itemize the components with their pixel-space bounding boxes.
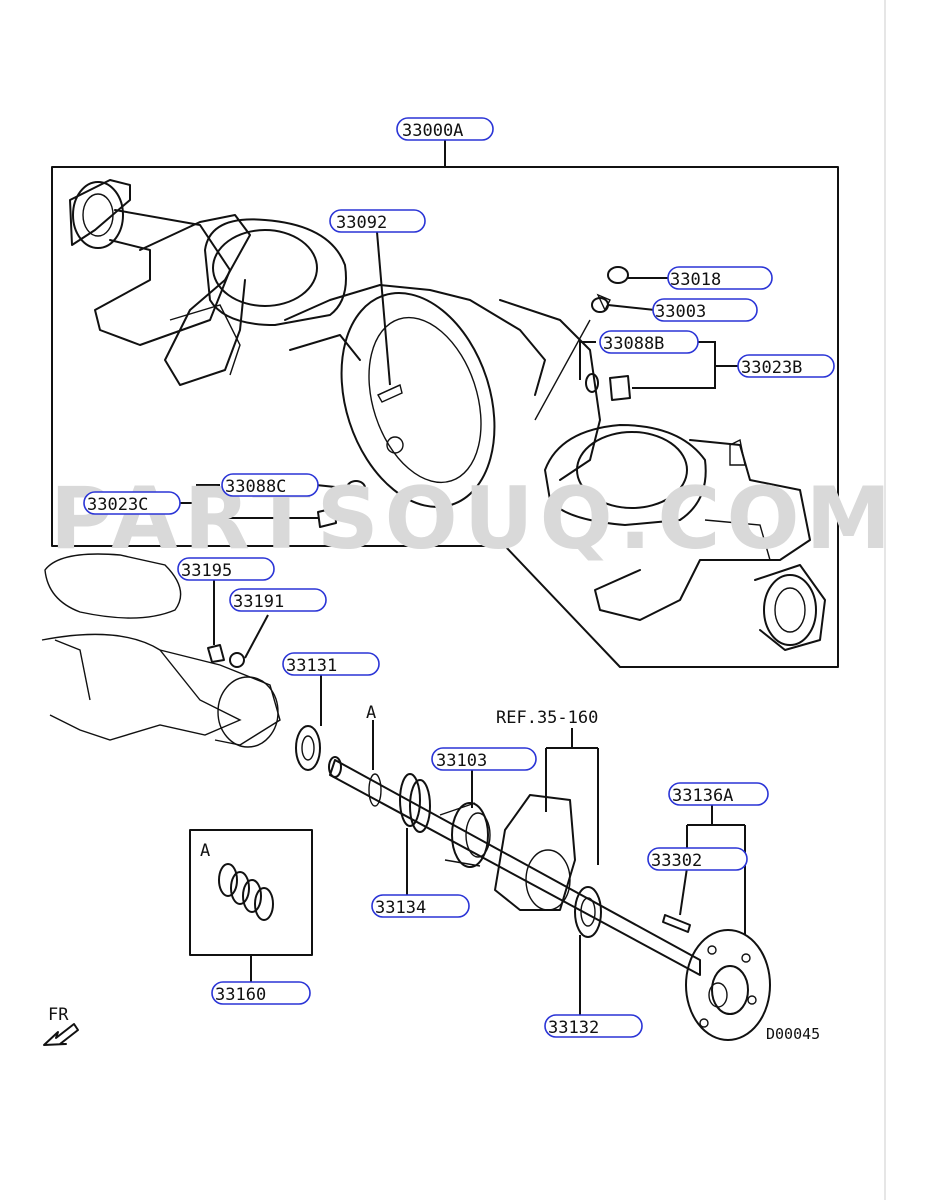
svg-text:33131: 33131: [286, 656, 337, 676]
front-marker-label: FR: [48, 1005, 69, 1025]
brake-backing-outline: [41, 553, 281, 748]
svg-text:33302: 33302: [651, 851, 702, 871]
callout-33131[interactable]: 33131: [282, 652, 380, 676]
nut-33195-drawing: [207, 644, 225, 663]
watermark: PARTSOUQ.COM: [50, 469, 897, 569]
leader-lines-housing: [180, 231, 740, 519]
svg-text:33003: 33003: [655, 302, 706, 322]
callout-33160[interactable]: 33160: [211, 981, 311, 1005]
axle-shaft-drawing: [328, 756, 771, 1041]
callout-33191[interactable]: 33191: [229, 588, 327, 612]
svg-text:33136A: 33136A: [672, 786, 733, 806]
svg-text:33160: 33160: [215, 985, 266, 1005]
callout-33092[interactable]: 33092: [329, 209, 426, 233]
svg-text:33023B: 33023B: [741, 358, 802, 378]
svg-text:33191: 33191: [233, 592, 284, 612]
detail-a-box-label: A: [200, 841, 210, 861]
callout-33302[interactable]: 33302: [647, 847, 748, 871]
nut-33191-drawing: [229, 652, 245, 668]
callout-33103[interactable]: 33103: [431, 747, 537, 771]
callout-33023B[interactable]: 33023B: [737, 354, 835, 378]
callout-33195[interactable]: 33195: [177, 557, 275, 581]
svg-text:33023C: 33023C: [87, 495, 148, 515]
callout-33003[interactable]: 33003: [652, 298, 758, 322]
svg-text:33088B: 33088B: [603, 334, 664, 354]
diagram-code: D00045: [766, 1025, 820, 1043]
callout-33088C[interactable]: 33088C: [221, 473, 319, 497]
svg-text:33132: 33132: [548, 1018, 599, 1038]
svg-text:33088C: 33088C: [225, 477, 286, 497]
detail-a-pointer-label: A: [366, 703, 376, 723]
callout-33000A[interactable]: 33000A: [396, 117, 494, 141]
page-edge-divider: [884, 0, 886, 1200]
callout-33023C[interactable]: 33023C: [83, 491, 181, 515]
front-arrow-icon: [43, 1023, 79, 1046]
callout-33134[interactable]: 33134: [371, 894, 470, 918]
svg-text:33000A: 33000A: [402, 121, 463, 141]
callout-33132[interactable]: 33132: [544, 1014, 643, 1038]
svg-text:33018: 33018: [670, 270, 721, 290]
svg-text:33092: 33092: [336, 213, 387, 233]
oil-seal-33131-drawing: [295, 725, 321, 771]
axle-housing-frame: [51, 166, 839, 668]
svg-text:33134: 33134: [375, 898, 426, 918]
svg-text:33195: 33195: [181, 561, 232, 581]
callout-33088B[interactable]: 33088B: [599, 330, 699, 354]
callout-33018[interactable]: 33018: [667, 266, 773, 290]
svg-text:33103: 33103: [436, 751, 487, 771]
reference-note: REF.35-160: [496, 708, 598, 728]
spring-33160-drawing: [218, 863, 274, 921]
callout-33136A[interactable]: 33136A: [668, 782, 769, 806]
axle-housing-drawing: [69, 179, 826, 651]
